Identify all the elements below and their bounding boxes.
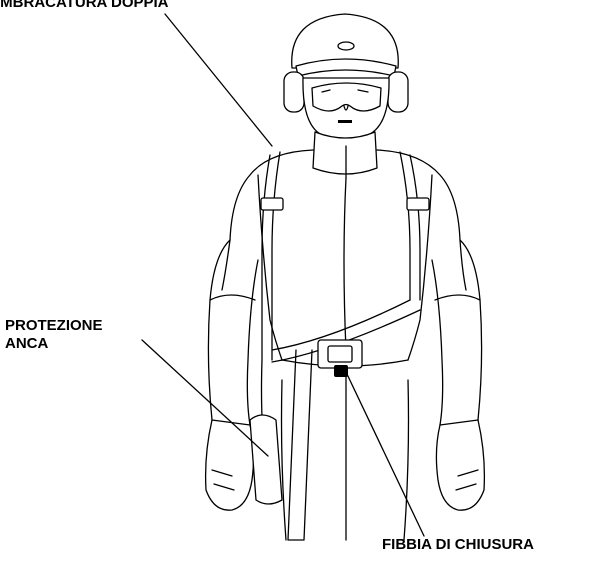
- hip-protection: [250, 415, 282, 504]
- left-glove: [206, 420, 254, 510]
- right-arm: [432, 240, 482, 427]
- hip-protection-label: PROTEZIONE ANCA: [5, 317, 103, 353]
- closing-buckle: [318, 340, 362, 377]
- harness-label: IMBRACATURA DOPPIA: [0, 0, 169, 12]
- right-glove: [436, 420, 484, 510]
- collar: [313, 132, 377, 178]
- torso: [222, 150, 466, 366]
- hip-label-line-1: PROTEZIONE: [5, 317, 103, 335]
- buckle-label: FIBBIA DI CHIUSURA: [382, 536, 534, 554]
- hip-label-line-2: ANCA: [5, 335, 103, 353]
- helmet: [292, 14, 399, 76]
- legs: [282, 376, 409, 540]
- left-arm: [208, 240, 258, 427]
- face: [303, 78, 389, 140]
